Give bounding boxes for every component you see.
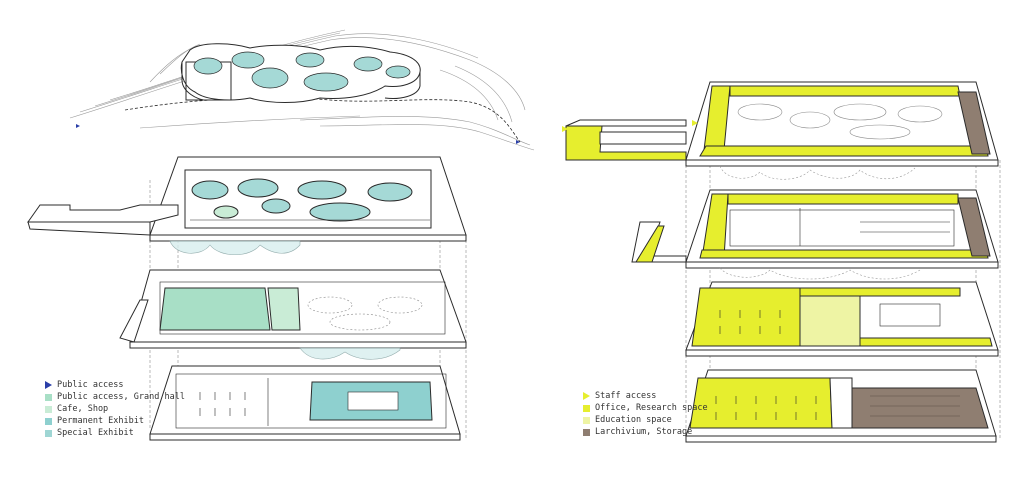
roof-pools <box>193 51 411 92</box>
legend-label: Special Exhibit <box>57 427 134 438</box>
left-floor-middle <box>119 269 467 349</box>
legend-label: Education space <box>595 414 672 425</box>
staff-access-markers <box>562 120 698 132</box>
legend-label: Office, Research space <box>595 402 708 413</box>
triangle-marker-icon <box>583 392 590 400</box>
legend-label: Public access, Grand hall <box>57 391 185 402</box>
site-path <box>124 97 521 143</box>
legend-item-special-exhibit: Special Exhibit <box>45 427 185 439</box>
left-floor-top <box>27 156 467 242</box>
triangle-marker-icon <box>45 381 52 389</box>
right-floor-second-hangers <box>719 267 921 280</box>
legend-label: Public access <box>57 379 124 390</box>
left-floor-bottom <box>149 365 461 441</box>
legend-item-storage: Larchivium, Storage <box>583 426 708 438</box>
legend-item-grand-hall: Public access, Grand hall <box>45 391 185 403</box>
right-floor-top-hangers <box>719 165 916 180</box>
legend-label: Cafe, Shop <box>57 403 109 414</box>
color-swatch-icon <box>583 416 590 424</box>
color-swatch-icon <box>45 393 52 401</box>
right-floor-top <box>565 81 999 167</box>
right-floor-bottom <box>685 369 997 443</box>
right-floor-third <box>685 281 999 357</box>
color-swatch-icon <box>583 428 590 436</box>
legend-label: Staff access <box>595 390 657 401</box>
legend-item-permanent-exhibit: Permanent Exhibit <box>45 415 185 427</box>
site-terrain <box>69 29 535 151</box>
legend-label: Permanent Exhibit <box>57 415 144 426</box>
public-access-marker <box>76 124 520 144</box>
legend-item-public-access: Public access <box>45 379 185 391</box>
legend-right: Staff access Office, Research space Educ… <box>583 390 708 438</box>
legend-item-office-research: Office, Research space <box>583 402 708 414</box>
right-floor-second <box>631 189 999 269</box>
left-floor-middle-hangers <box>299 347 401 360</box>
color-swatch-icon <box>45 417 52 425</box>
color-swatch-icon <box>583 404 590 412</box>
roof-garden-outline <box>180 43 421 103</box>
color-swatch-icon <box>45 405 52 413</box>
legend-label: Larchivium, Storage <box>595 426 693 437</box>
legend-item-staff-access: Staff access <box>583 390 708 402</box>
legend-item-education: Education space <box>583 414 708 426</box>
legend-left: Public access Public access, Grand hall … <box>45 379 185 439</box>
left-floor-top-hangers <box>169 240 301 256</box>
legend-item-cafe-shop: Cafe, Shop <box>45 403 185 415</box>
color-swatch-icon <box>45 429 52 437</box>
